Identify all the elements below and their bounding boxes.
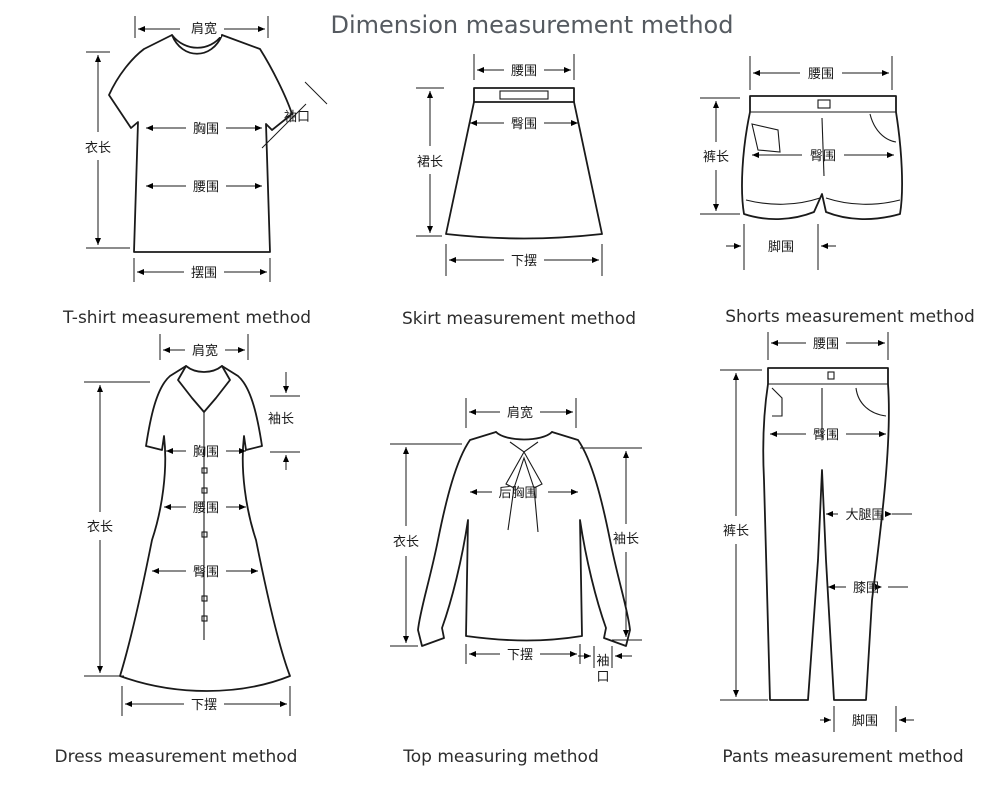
top-bow (505, 441, 543, 533)
top-hem-label: 下摆 (507, 648, 533, 663)
top-cuff-label-1: 袖 (596, 654, 609, 669)
dress-panel: 肩宽 袖长 胸围 腰围 臀围 衣长 下摆 Dress measurement m… (55, 334, 300, 767)
top-outline (417, 431, 631, 647)
dress-sleeve-label: 袖长 (268, 412, 294, 427)
shorts-length-label: 裤长 (703, 150, 729, 165)
skirt-waistband (473, 87, 575, 103)
pants-waist-label: 腰围 (813, 337, 839, 352)
pants-panel: 腰围 臀围 裤长 大腿围 膝围 脚围 Pants measurement met… (720, 332, 964, 767)
tshirt-waist-label: 腰围 (193, 180, 219, 195)
tshirt-chest-label: 胸围 (193, 122, 219, 137)
shorts-caption: Shorts measurement method (725, 307, 975, 327)
pants-caption: Pants measurement method (722, 747, 963, 767)
shorts-outline (741, 95, 903, 220)
shorts-waist-label: 腰围 (808, 67, 834, 82)
dress-hem-label: 下摆 (191, 698, 217, 713)
tshirt-caption: T-shirt measurement method (62, 308, 311, 328)
pants-length-label: 裤长 (723, 524, 749, 539)
dress-length-label: 衣长 (87, 519, 113, 535)
pants-knee-label: 膝围 (853, 581, 879, 596)
tshirt-shoulder-label: 肩宽 (191, 21, 217, 37)
tshirt-panel: 肩宽 衣长 胸围 腰围 摆围 袖口 T-shirt measurement me… (62, 16, 328, 328)
dress-waist-label: 腰围 (193, 501, 219, 516)
pants-hip-label: 臀围 (813, 428, 839, 443)
top-length-label: 衣长 (393, 534, 419, 550)
shorts-panel: 腰围 裤长 臀围 脚围 Shorts measurement method (700, 56, 975, 327)
pants-outline (762, 367, 890, 701)
tshirt-cuff-label: 袖口 (284, 110, 310, 125)
top-caption: Top measuring method (402, 747, 599, 767)
skirt-length-label: 裙长 (417, 155, 443, 170)
shorts-leg-label: 脚围 (768, 239, 794, 255)
top-chest-label: 后胸围 (498, 486, 537, 501)
dress-outline (119, 365, 291, 692)
top-sleeve-label: 袖长 (613, 532, 639, 547)
dress-chest-label: 胸围 (193, 445, 219, 460)
tshirt-neckline (171, 34, 223, 55)
dress-shoulder-label: 肩宽 (192, 343, 218, 359)
top-collar (495, 431, 553, 441)
tshirt-length-label: 衣长 (85, 140, 111, 156)
dress-collar (177, 365, 231, 413)
skirt-waist-label: 腰围 (511, 64, 537, 79)
skirt-panel: 腰围 臀围 裙长 下摆 Skirt measurement method (402, 54, 636, 329)
dress-hip-label: 臀围 (193, 565, 219, 580)
dress-caption: Dress measurement method (55, 747, 298, 767)
skirt-outline (445, 101, 603, 240)
tshirt-hem-label: 摆围 (191, 266, 217, 281)
shorts-hip-label: 臀围 (810, 149, 836, 164)
page-title: Dimension measurement method (331, 11, 734, 39)
skirt-caption: Skirt measurement method (402, 309, 636, 329)
pants-thigh-label: 大腿围 (845, 508, 884, 523)
skirt-hem-label: 下摆 (511, 254, 537, 269)
skirt-hip-label: 臀围 (511, 117, 537, 132)
top-shoulder-label: 肩宽 (507, 405, 533, 421)
tshirt-outline (108, 34, 293, 253)
pants-leg-label: 脚围 (852, 713, 878, 729)
top-cuff-label-2: 口 (596, 670, 609, 685)
top-panel: 肩宽 后胸围 衣长 袖长 下摆 袖 口 Top measuring method (390, 398, 642, 767)
